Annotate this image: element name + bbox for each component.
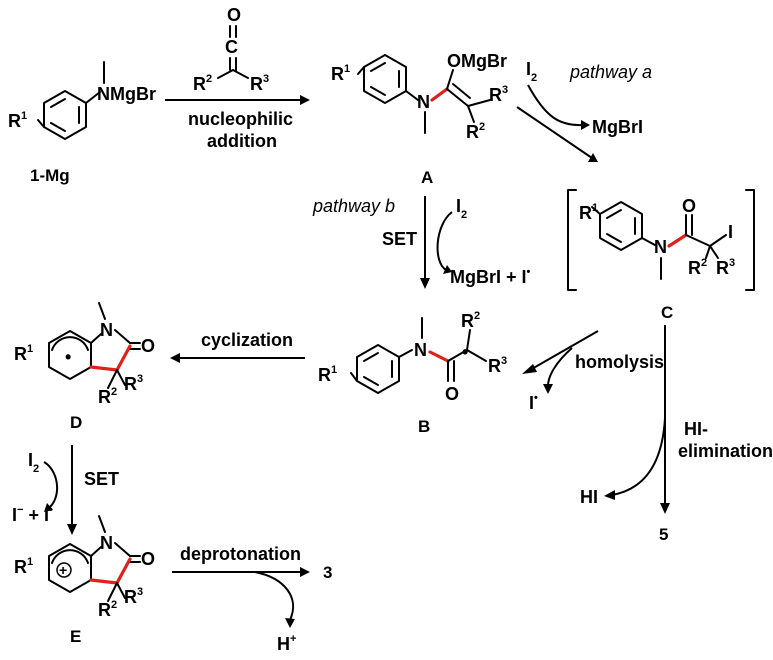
D-r3: R3	[124, 373, 143, 394]
DE-iodide-iodine: I− + I•	[12, 504, 53, 525]
pathway-a-I2: I2	[526, 59, 537, 84]
DE-I2: I2	[28, 450, 39, 475]
cyclization-text: cyclization	[201, 330, 293, 350]
set-arrow-D-to-E: I2 SET I− + I•	[12, 445, 119, 535]
A-r2: R2	[466, 121, 485, 142]
A-r1: R1	[331, 63, 350, 84]
E-oxygen: O	[141, 549, 155, 569]
pathway-b-arrow: pathway b I2 SET MgBrI + I•	[312, 196, 531, 289]
label-C: C	[661, 303, 673, 322]
E-r2: R2	[98, 599, 117, 620]
nucleophilic-text: nucleophilic	[188, 109, 293, 129]
structure-B: N O • R2 R3 R1 B	[318, 310, 507, 436]
hi-elim-HI: HI	[580, 487, 598, 507]
label-5: 5	[659, 525, 668, 544]
E-nitrogen: N	[100, 533, 113, 553]
E-r1: R1	[14, 556, 33, 577]
C-iodine: I	[728, 222, 733, 242]
A-nitrogen: N	[417, 92, 430, 112]
B-r3: R3	[488, 355, 507, 376]
ketene-r2: R2	[193, 73, 212, 94]
pathway-b-label: pathway b	[312, 196, 395, 216]
ketene-carbon: C	[225, 37, 238, 57]
hi-elim-line1: HI-	[684, 419, 708, 439]
pathway-b-set: SET	[382, 229, 417, 249]
structure-D: • N O R1 R2 R3 D	[14, 302, 155, 432]
C-oxygen: O	[682, 196, 696, 216]
pathway-a-mgbri: MgBrI	[592, 117, 643, 137]
nmgbr-label: NMgBr	[97, 84, 156, 104]
C-r1: R1	[579, 202, 598, 223]
A-r3: R3	[489, 84, 508, 105]
homolysis-arrow: homolysis I•	[522, 330, 664, 413]
DE-set: SET	[84, 469, 119, 489]
C-r2: R2	[688, 257, 707, 278]
structure-E: + N O R1 R2 R3 E	[14, 515, 155, 646]
E-r3: R3	[124, 586, 143, 607]
D-r2: R2	[98, 386, 117, 407]
pathway-b-I2: I2	[456, 196, 467, 221]
D-nitrogen: N	[100, 320, 113, 340]
D-oxygen: O	[141, 336, 155, 356]
label-B: B	[418, 417, 430, 436]
ketene-reagent: O C R2 R3	[193, 5, 269, 94]
C-nitrogen: N	[654, 237, 667, 257]
D-radical-dot: •	[65, 347, 71, 367]
B-r1: R1	[318, 364, 337, 385]
r1-label: R1	[8, 110, 27, 131]
homolysis-text: homolysis	[575, 352, 664, 372]
D-r1: R1	[14, 343, 33, 364]
B-oxygen: O	[445, 384, 459, 404]
homolysis-I-rad: I•	[529, 392, 538, 413]
label-1-Mg: 1-Mg	[30, 166, 70, 185]
label-A: A	[421, 168, 433, 187]
ketene-r3: R3	[250, 73, 269, 94]
B-nitrogen: N	[414, 340, 427, 360]
deprotonation-arrow: deprotonation 3 H+	[172, 544, 332, 654]
B-radical-dot: •	[462, 342, 468, 362]
ketene-oxygen: O	[227, 5, 241, 25]
A-omgbr: OMgBr	[447, 51, 507, 71]
structure-1-Mg: NMgBr R1 1-Mg	[8, 61, 156, 185]
label-E: E	[70, 627, 81, 646]
E-cation-sign: +	[59, 562, 67, 578]
pathway-b-mgbri-irad: MgBrI + I•	[450, 266, 531, 287]
cyclization-arrow: cyclization	[170, 330, 305, 363]
B-r2: R2	[461, 310, 480, 331]
pathway-a-arrow: I2 pathway a MgBrI	[516, 59, 652, 162]
C-r3: R3	[716, 257, 735, 278]
label-3: 3	[323, 563, 332, 582]
deprotonation-Hplus: H+	[277, 633, 296, 654]
addition-text: addition	[207, 131, 277, 151]
pathway-a-label: pathway a	[569, 62, 652, 82]
hi-elimination-arrow: HI- elimination HI 5	[580, 325, 773, 544]
structure-A: N OMgBr R1 R3 R2 A	[331, 51, 508, 187]
hi-elim-line2: elimination	[678, 441, 773, 461]
arrow-nucleophilic-addition: nucleophilic addition	[165, 95, 310, 151]
deprotonation-text: deprotonation	[180, 544, 301, 564]
label-D: D	[70, 413, 82, 432]
structure-C: N O I R1 R2 R3 C	[567, 189, 755, 322]
